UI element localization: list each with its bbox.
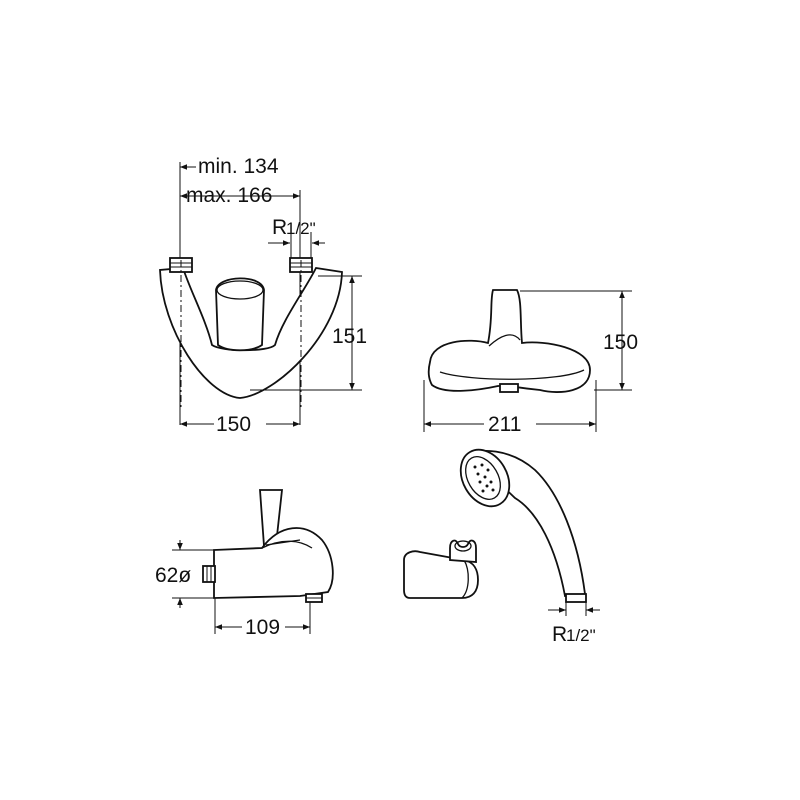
shower-nozzles [473,463,495,493]
shower-connector [565,593,587,603]
side-diameter-dimension: 62ø [155,540,214,608]
side-outlet [305,593,323,603]
wall-bracket [403,539,479,599]
thread-top-fraction-label: 1/2" [286,219,316,238]
rear-view: 150 211 [423,289,638,436]
side-view: 62ø 109 [155,489,334,639]
thread-top-r-label: R [272,216,287,239]
rear-outlet [499,383,519,393]
spacing-dimension: min. 134 max. 166 [179,155,301,425]
hand-shower: R 1/2" [459,448,600,646]
front-height-label: 151 [332,325,367,348]
thread-bottom-fraction-label: 1/2" [566,626,596,645]
front-lever [215,277,265,352]
front-mixer-body [159,267,343,399]
bracket-body [403,550,479,599]
rear-mixer-body [427,289,591,393]
min-spacing-label: min. 134 [198,155,279,178]
thread-top-dimension: R 1/2" [268,216,325,262]
front-width-dimension: 150 [180,413,300,436]
max-spacing-label: max. 166 [186,184,272,207]
thread-bottom-dimension: R 1/2" [548,602,600,646]
side-depth-dimension: 109 [214,598,311,639]
front-view: min. 134 max. 166 R 1/2" [159,155,367,436]
rear-height-label: 150 [603,331,638,354]
shower-handle [468,449,587,597]
front-height-dimension: 151 [250,275,367,391]
front-width-label: 150 [216,413,251,436]
side-inlet [202,565,216,583]
rear-width-label: 211 [488,413,521,436]
side-depth-label: 109 [245,616,280,639]
thread-bottom-r-label: R [552,623,567,646]
side-mixer-body [213,527,334,599]
rear-width-dimension: 211 [423,380,597,436]
rear-height-dimension: 150 [520,290,638,391]
side-diameter-label: 62ø [155,564,191,587]
